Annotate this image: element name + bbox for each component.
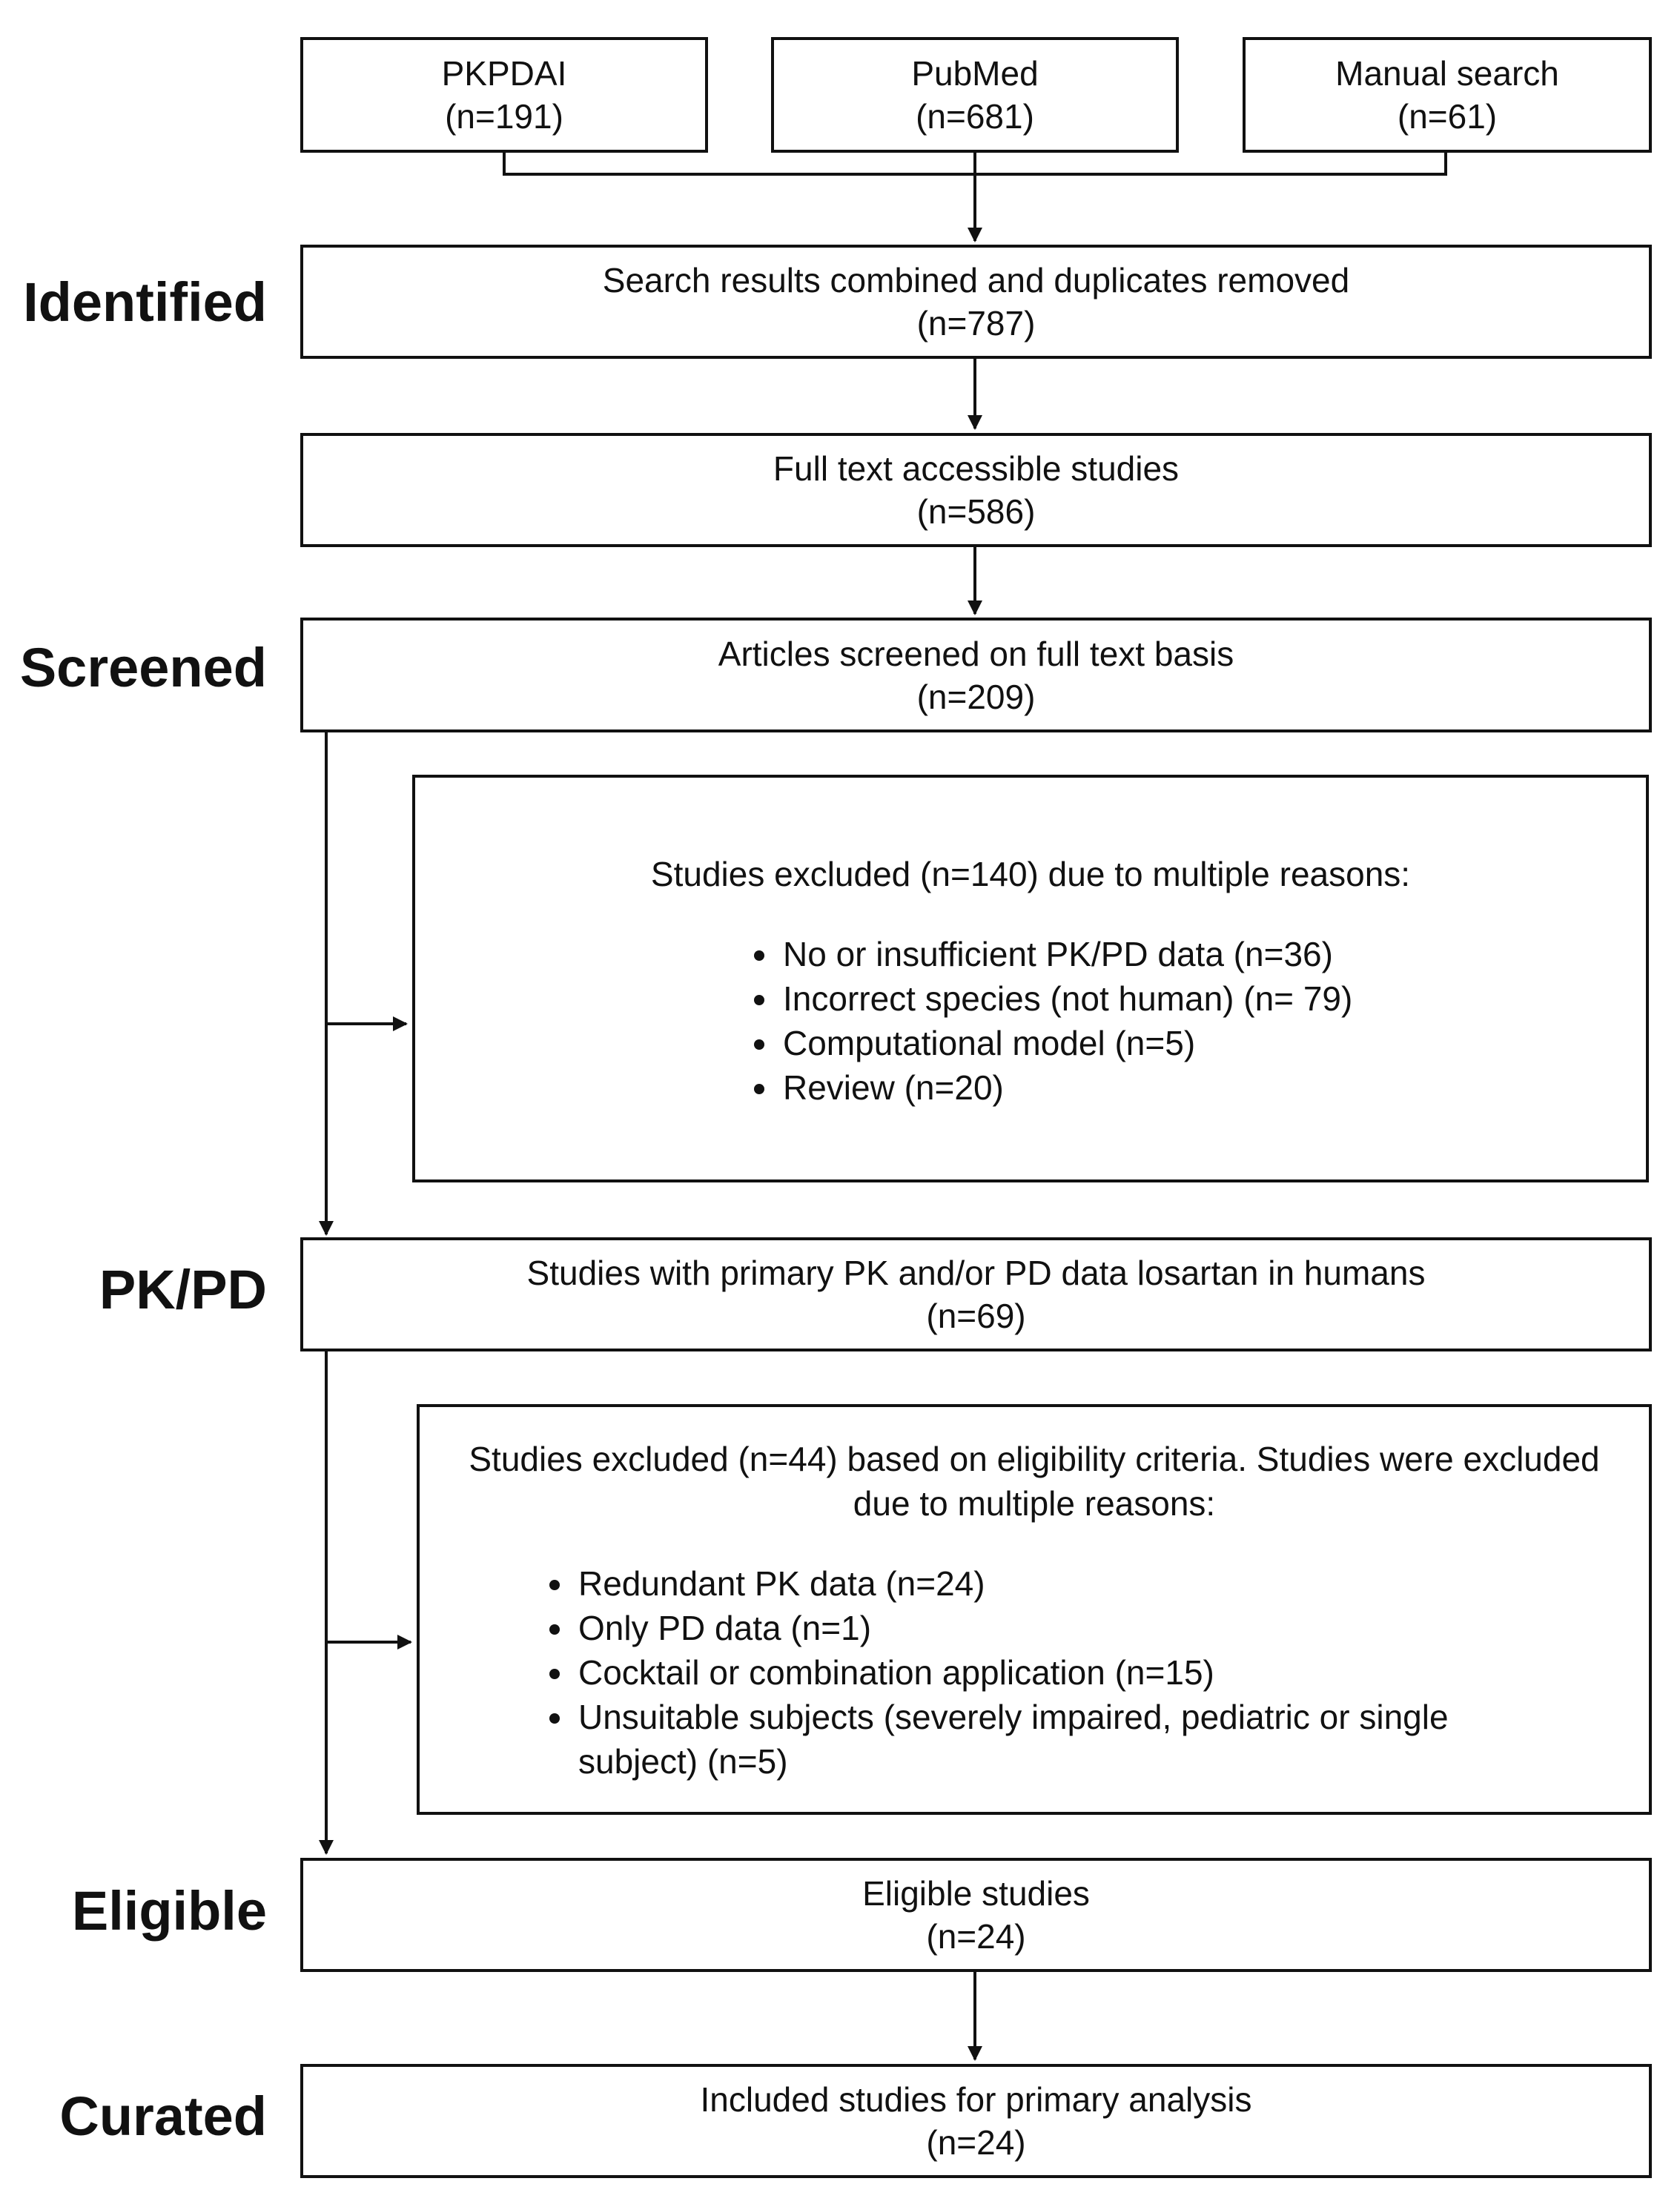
exclusion-list: No or insufficient PK/PD data (n=36) Inc…	[735, 932, 1646, 1110]
box-text: Search results combined and duplicates r…	[602, 261, 1350, 300]
box-text: Full text accessible studies	[773, 449, 1180, 488]
fulltext-box: Full text accessible studies (n=586)	[300, 433, 1652, 547]
box-count: (n=787)	[916, 304, 1036, 343]
box-count: (n=69)	[926, 1297, 1026, 1335]
exclusion-heading: Studies excluded (n=44) based on eligibi…	[469, 1440, 1600, 1523]
source-box-pkpdai: PKPDAI (n=191)	[300, 37, 708, 153]
box-text: Studies with primary PK and/or PD data l…	[526, 1254, 1426, 1292]
exclusion-item: Cocktail or combination application (n=1…	[575, 1650, 1538, 1695]
exclusion-item: Redundant PK data (n=24)	[575, 1561, 1538, 1606]
box-count: (n=586)	[916, 492, 1036, 531]
exclusion-item: Incorrect species (not human) (n= 79)	[780, 976, 1646, 1021]
source-box-manual-search: Manual search (n=61)	[1243, 37, 1652, 153]
stage-label-curated: Curated	[59, 2085, 267, 2147]
source-box-pubmed: PubMed (n=681)	[771, 37, 1179, 153]
combined-box: Search results combined and duplicates r…	[300, 245, 1652, 359]
exclusion-item: Computational model (n=5)	[780, 1021, 1646, 1065]
source-count: (n=191)	[445, 97, 563, 136]
box-count: (n=24)	[926, 1917, 1026, 1956]
included-box: Included studies for primary analysis (n…	[300, 2064, 1652, 2178]
pkpd-box: Studies with primary PK and/or PD data l…	[300, 1237, 1652, 1351]
box-text: Eligible studies	[862, 1874, 1090, 1913]
source-count: (n=61)	[1397, 97, 1498, 136]
exclusion-heading: Studies excluded (n=140) due to multiple…	[650, 855, 1411, 893]
stage-label-pkpd: PK/PD	[99, 1259, 267, 1320]
source-count: (n=681)	[916, 97, 1034, 136]
exclusion-item: No or insufficient PK/PD data (n=36)	[780, 932, 1646, 976]
box-text: Included studies for primary analysis	[700, 2080, 1252, 2119]
exclusion-item: Only PD data (n=1)	[575, 1606, 1538, 1650]
box-text: Articles screened on full text basis	[718, 634, 1234, 673]
exclusion-item: Review (n=20)	[780, 1065, 1646, 1110]
box-count: (n=24)	[926, 2123, 1026, 2162]
stage-label-screened: Screened	[19, 637, 267, 698]
exclusion-box-eligibility: Studies excluded (n=44) based on eligibi…	[417, 1404, 1652, 1815]
exclusion-item: Unsuitable subjects (severely impaired, …	[575, 1695, 1538, 1784]
stage-label-identified: Identified	[23, 271, 267, 333]
exclusion-box-screening: Studies excluded (n=140) due to multiple…	[412, 775, 1649, 1182]
source-name: PKPDAI	[441, 54, 567, 93]
box-count: (n=209)	[916, 677, 1036, 716]
exclusion-list: Redundant PK data (n=24) Only PD data (n…	[531, 1561, 1538, 1784]
screened-box: Articles screened on full text basis (n=…	[300, 618, 1652, 732]
source-name: Manual search	[1335, 54, 1559, 93]
source-name: PubMed	[911, 54, 1039, 93]
stage-label-eligible: Eligible	[71, 1880, 267, 1942]
eligible-box: Eligible studies (n=24)	[300, 1858, 1652, 1972]
